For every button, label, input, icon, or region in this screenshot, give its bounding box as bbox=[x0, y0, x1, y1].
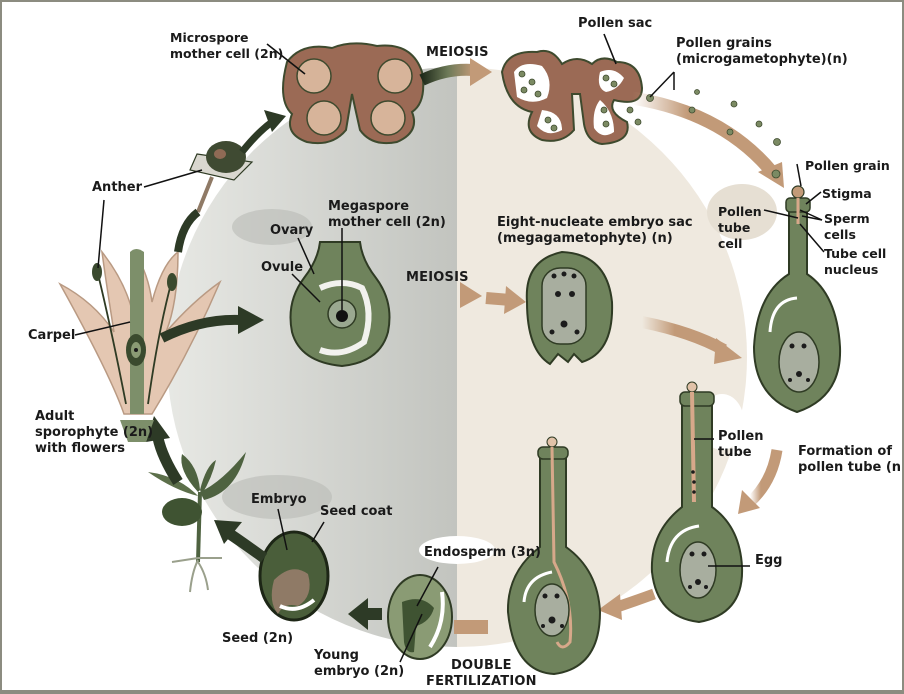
label-line: Tube cell bbox=[824, 246, 887, 261]
adult-flower bbox=[58, 141, 254, 442]
label-egg: Egg bbox=[755, 553, 783, 568]
arrow-to-seed bbox=[348, 598, 382, 630]
pollination-arrow bbox=[630, 71, 784, 188]
label-line: Sperm bbox=[824, 211, 870, 226]
pistil-double-fertilization bbox=[506, 436, 602, 676]
label-line: cell bbox=[718, 236, 743, 251]
fertilization-connector bbox=[454, 620, 488, 634]
label-seed-coat: Seed coat bbox=[320, 504, 393, 519]
label-line: with flowers bbox=[35, 441, 126, 456]
label-adult-sporophyte: Adult sporophyte (2n) with flowers bbox=[35, 409, 153, 457]
label-embryo: Embryo bbox=[251, 492, 307, 507]
label-line: mother cell (2n) bbox=[328, 215, 446, 230]
flower-arrows bbox=[159, 110, 286, 343]
label-line: tube bbox=[718, 445, 752, 460]
label-line: mother cell (2n) bbox=[170, 46, 284, 61]
label-formation-of-pollen-tube: Formation of pollen tube (n) bbox=[798, 444, 904, 476]
label-anther: Anther bbox=[92, 180, 143, 195]
meiosis-arrow-middle bbox=[396, 282, 526, 314]
label-meiosis-top: MEIOSIS bbox=[426, 45, 489, 60]
seedling bbox=[148, 452, 246, 593]
label-line: Pollen bbox=[718, 204, 762, 219]
label-megaspore-mother-cell: Megaspore mother cell (2n) bbox=[328, 199, 446, 231]
label-microspore-mother-cell: Microspore mother cell (2n) bbox=[170, 30, 283, 62]
label-line: embryo (2n) bbox=[314, 664, 405, 679]
label-young-embryo: Young embryo (2n) bbox=[314, 648, 404, 680]
mature-seed bbox=[258, 508, 330, 622]
meiosis-arrow-top bbox=[419, 58, 492, 86]
label-line: tube bbox=[718, 220, 751, 235]
label-carpel: Carpel bbox=[28, 328, 76, 343]
label-line: DOUBLE bbox=[451, 658, 512, 673]
label-line: Microspore bbox=[170, 30, 249, 45]
label-pollen-sac: Pollen sac bbox=[578, 16, 653, 31]
label-line: cells bbox=[824, 227, 856, 242]
pollen-sac bbox=[500, 33, 644, 146]
label-line: (microgametophyte)(n) bbox=[676, 52, 848, 67]
label-line: Young bbox=[314, 648, 359, 663]
pistil-with-pollen bbox=[752, 163, 842, 414]
label-stigma: Stigma bbox=[822, 186, 872, 201]
label-ovule: Ovule bbox=[261, 260, 304, 275]
label-sperm-cells: Sperm cells bbox=[824, 211, 870, 243]
label-line: Pollen grains bbox=[676, 36, 772, 51]
label-line: Formation of bbox=[798, 444, 892, 459]
label-line: (megagametophyte) (n) bbox=[497, 231, 673, 246]
developing-seed bbox=[387, 566, 453, 663]
embryo-sac bbox=[525, 250, 614, 366]
label-line: sporophyte (2n) bbox=[35, 425, 154, 440]
pollen-tube-formation-arrow bbox=[738, 449, 783, 514]
label-line: Pollen bbox=[718, 429, 764, 444]
label-pollen-tube-cell: Pollen tube cell bbox=[718, 204, 762, 252]
label-ovary: Ovary bbox=[270, 223, 314, 238]
label-line: nucleus bbox=[824, 262, 879, 277]
label-line: Eight-nucleate embryo sac bbox=[497, 215, 693, 230]
label-line: pollen tube (n) bbox=[798, 460, 904, 475]
label-double-fertilization: DOUBLE FERTILIZATION bbox=[426, 658, 537, 690]
dispersing-pollen-grains bbox=[646, 89, 781, 179]
label-tube-cell-nucleus: Tube cell nucleus bbox=[824, 246, 886, 278]
label-line: Megaspore bbox=[328, 199, 410, 214]
label-embryo-sac: Eight-nucleate embryo sac (megagametophy… bbox=[497, 215, 693, 247]
ovary-ovule bbox=[289, 228, 391, 368]
label-pollen-grains: Pollen grains (microgametophyte)(n) bbox=[676, 36, 848, 68]
label-line: Adult bbox=[35, 409, 75, 424]
label-pollen-tube: Pollen tube bbox=[718, 429, 763, 461]
label-endosperm: Endosperm (3n) bbox=[424, 545, 541, 560]
arrow-to-fertilization bbox=[598, 588, 656, 620]
label-seed: Seed (2n) bbox=[222, 631, 294, 646]
arrow-to-pistil bbox=[640, 316, 742, 364]
label-line: FERTILIZATION bbox=[426, 674, 537, 689]
pistil-pollen-tube bbox=[650, 381, 750, 624]
microsporangium-anther bbox=[266, 42, 425, 145]
arrow-to-seedling bbox=[214, 520, 268, 563]
label-meiosis-middle: MEIOSIS bbox=[406, 270, 469, 285]
label-pollen-grain: Pollen grain bbox=[805, 158, 890, 173]
